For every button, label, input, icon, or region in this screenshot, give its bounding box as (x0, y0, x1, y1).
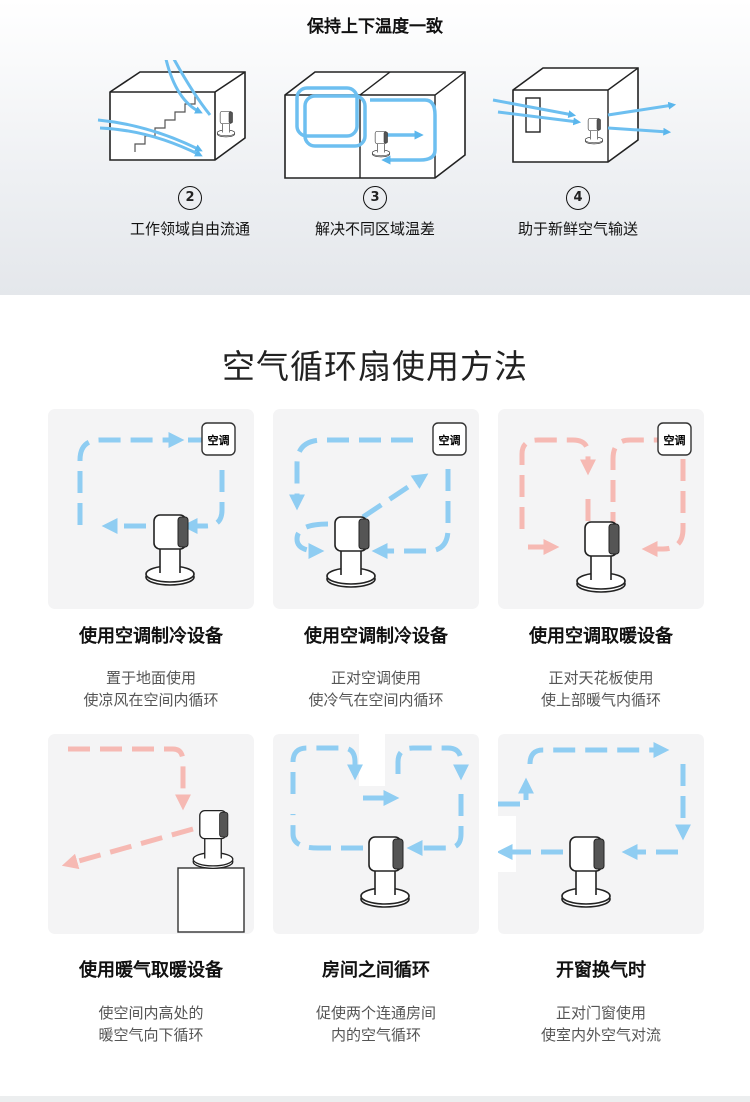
step-number: 3 (363, 186, 387, 210)
usage-title: 空气循环扇使用方法 (222, 347, 528, 386)
usage-card-window-vent (498, 734, 704, 934)
top-banner: 保持上下温度一致 2 工作领域自由流通 3 解决不同区域温差 (0, 0, 750, 295)
fan-icon (192, 809, 234, 870)
card-diagram (61, 746, 245, 933)
feature-label: 助于新鲜空气输送 (517, 220, 638, 238)
feature-temperature-diff: 3 解决不同区域温差 (275, 60, 475, 250)
card-desc: 促使两个连通房间内的空气循环 (315, 1004, 436, 1044)
card-title: 开窗换气时 (556, 960, 646, 981)
card-title: 使用空调取暖设备 (529, 626, 673, 647)
usage-card-ceiling-heat: 空调 (498, 409, 704, 609)
ac-label: 空调 (439, 433, 461, 447)
step-number: 2 (178, 186, 202, 210)
window-room-illustration (492, 67, 677, 163)
card-title: 使用暖气取暖设备 (79, 960, 223, 981)
usage-card-heater (48, 734, 254, 934)
card-diagram (498, 734, 704, 934)
usage-card-two-rooms (273, 734, 479, 934)
card-diagram (273, 734, 479, 934)
fan-icon (576, 521, 626, 593)
bottom-divider (0, 1096, 750, 1102)
feature-free-flow: 2 工作领域自由流通 (90, 60, 290, 250)
fan-icon (326, 516, 376, 588)
room-stairs-illustration (97, 60, 246, 161)
feature-fresh-air: 4 助于新鲜空气输送 (478, 60, 678, 250)
fan-icon (145, 514, 195, 586)
usage-card-floor-cooling: 空调 (48, 409, 254, 609)
card-desc: 置于地面使用使凉风在空间内循环 (83, 669, 219, 709)
card-diagram: 空调 (519, 422, 692, 593)
step-number: 4 (566, 186, 590, 210)
card-desc: 正对门窗使用使室内外空气对流 (540, 1004, 661, 1044)
card-title: 使用空调制冷设备 (79, 626, 223, 647)
usage-card-face-ac: 空调 (273, 409, 479, 609)
banner-title: 保持上下温度一致 (307, 17, 443, 37)
card-title: 使用空调制冷设备 (304, 626, 448, 647)
card-desc: 使空间内高处的暖空气向下循环 (98, 1004, 204, 1044)
card-diagram: 空调 (288, 422, 467, 588)
ac-label: 空调 (664, 433, 686, 447)
feature-label: 工作领域自由流通 (129, 220, 250, 238)
two-room-illustration (284, 71, 466, 179)
card-title: 房间之间循环 (322, 960, 430, 981)
feature-label: 解决不同区域温差 (314, 220, 435, 238)
card-desc: 正对空调使用使冷气在空间内循环 (308, 669, 444, 709)
ac-label: 空调 (208, 433, 230, 447)
card-diagram: 空调 (77, 422, 236, 586)
card-desc: 正对天花板使用使上部暖气内循环 (540, 669, 661, 709)
